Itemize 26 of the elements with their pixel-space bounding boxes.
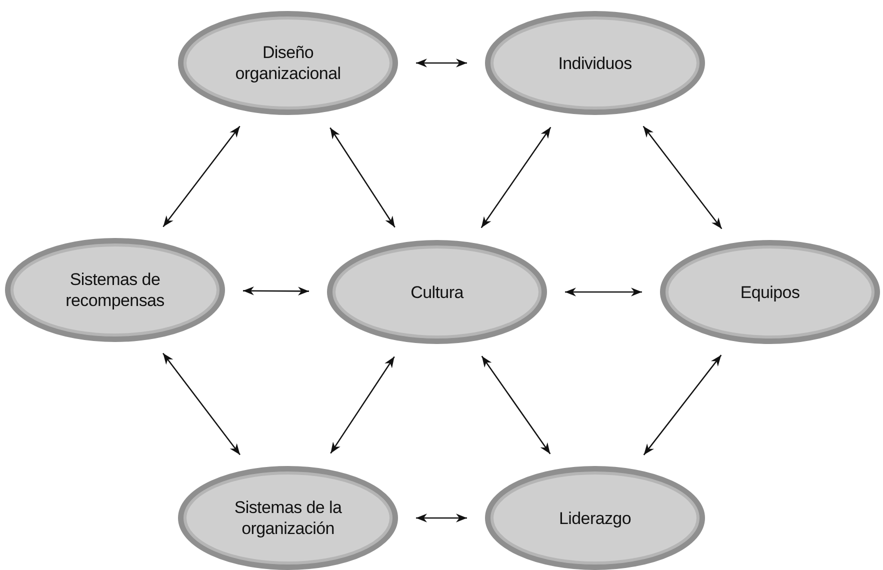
ellipse-node xyxy=(327,240,547,344)
ellipse-node xyxy=(5,238,225,342)
node-label: Cultura xyxy=(410,282,464,302)
double-arrow xyxy=(565,288,642,296)
double-arrow xyxy=(330,356,395,454)
node-label: Sistemas de la organización xyxy=(233,497,343,539)
double-arrow xyxy=(480,126,552,228)
double-arrow xyxy=(162,126,240,228)
node-label: Individuos xyxy=(558,52,632,74)
double-arrow xyxy=(642,126,722,230)
double-arrow xyxy=(416,58,467,68)
ellipse-node xyxy=(485,11,705,115)
double-arrow xyxy=(330,127,396,228)
ellipse-node xyxy=(660,240,880,344)
double-arrow xyxy=(481,356,551,454)
double-arrow xyxy=(643,354,722,456)
double-arrow xyxy=(242,286,310,296)
node-label: Sistemas de recompensas xyxy=(64,269,166,311)
ellipse-node xyxy=(178,466,398,570)
node-label: Equipos xyxy=(740,282,800,302)
node-label: Liderazgo xyxy=(559,508,631,528)
ellipse-node xyxy=(178,11,398,115)
double-arrow xyxy=(416,514,467,522)
ellipse-node xyxy=(485,466,705,570)
double-arrow xyxy=(162,352,240,456)
node-label: Diseño organizacional xyxy=(234,42,342,84)
